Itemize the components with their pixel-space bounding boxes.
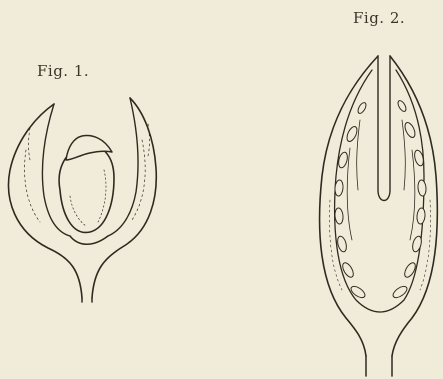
seed (349, 284, 367, 300)
seed (356, 101, 367, 114)
seed (403, 121, 417, 139)
seed (396, 99, 407, 112)
seed (411, 235, 423, 253)
seed (416, 208, 425, 225)
fig2-seeds-right (391, 121, 427, 300)
seed (417, 180, 426, 197)
fig2-seeds-top (356, 99, 407, 114)
seed (334, 208, 343, 225)
fig1-pocket-floor (70, 236, 108, 244)
figure-2-drawing (320, 56, 438, 376)
seed (345, 125, 359, 143)
fig2-outer-wall-left (320, 56, 378, 356)
fig2-placenta-lines (347, 120, 415, 240)
fig2-central-slit (378, 56, 390, 201)
fig2-stalk (366, 356, 392, 376)
figure-1-drawing (9, 98, 157, 302)
